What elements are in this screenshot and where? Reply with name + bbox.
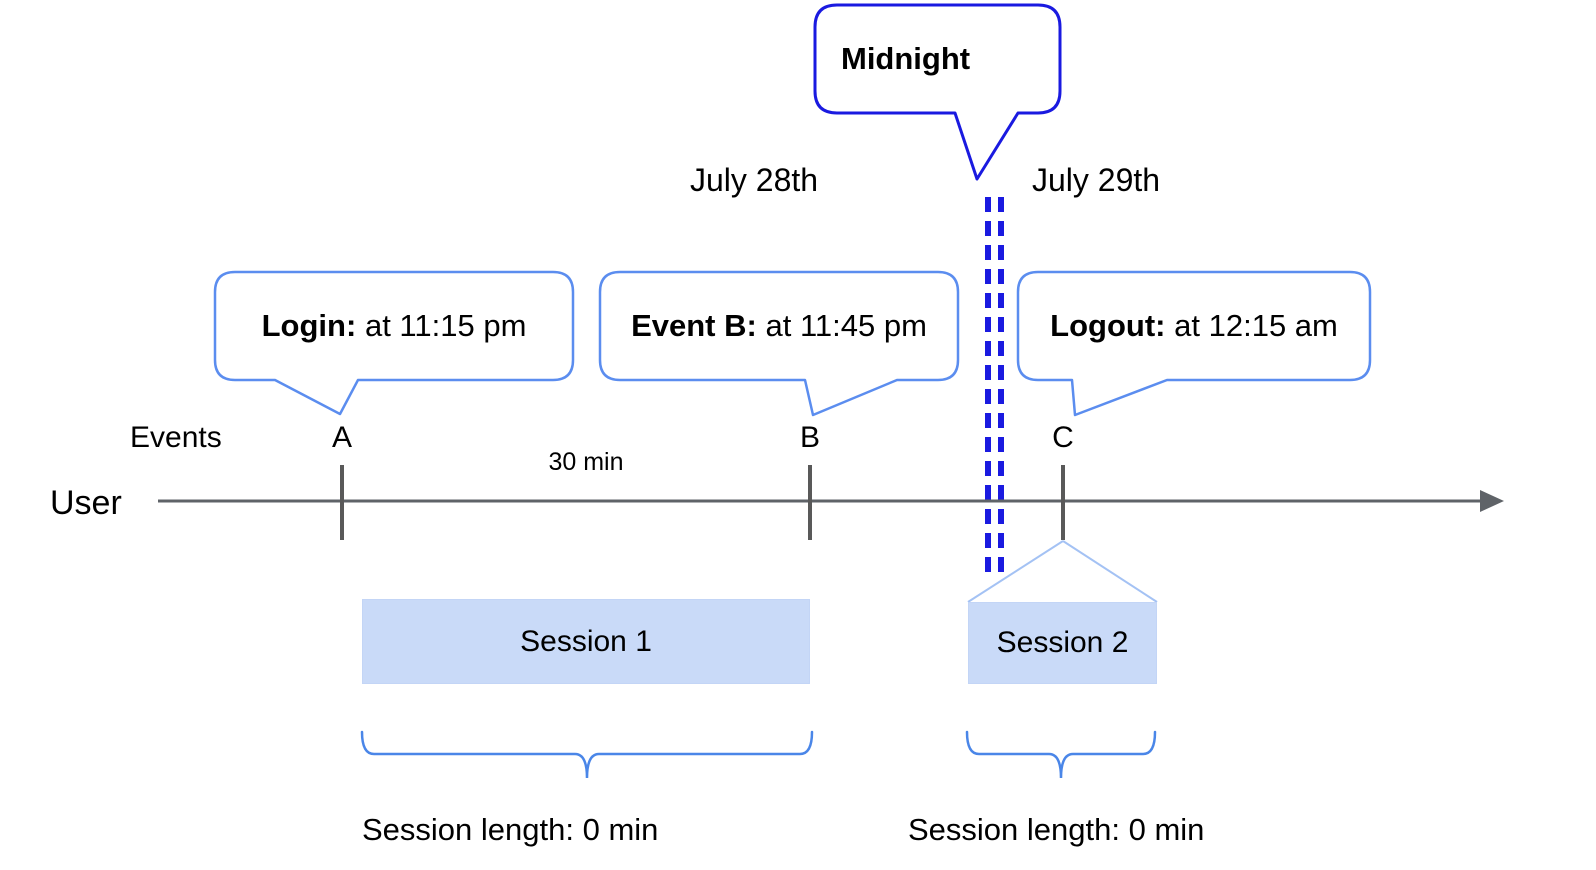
event-a-label: A [331, 421, 352, 454]
login-bubble-shape [213, 270, 575, 416]
session1-length-label: Session length: 0 min [362, 812, 659, 847]
midnight-label: Midnight [841, 41, 971, 76]
eventb-bubble-text: Event B: at 11:45 pm [600, 272, 958, 380]
event-c-label: C [1052, 421, 1074, 454]
session2-brace [965, 730, 1157, 779]
login-bubble-prefix: Login: [261, 307, 357, 343]
interval-30min-label: 30 min [548, 448, 624, 476]
logout-bubble-prefix: Logout: [1050, 307, 1166, 343]
midnight-bubble-shape [813, 3, 1062, 181]
logout-bubble-time: at 12:15 am [1174, 307, 1338, 343]
event-b-label: B [799, 421, 820, 454]
logout-bubble-text: Logout: at 12:15 am [1018, 272, 1370, 380]
session1-box: Session 1 [362, 599, 810, 684]
session1-box-label: Session 1 [520, 624, 652, 658]
session1-brace [360, 730, 814, 779]
login-bubble-text: Login: at 11:15 pm [215, 272, 573, 380]
session2-zoom-line-right [1062, 540, 1158, 603]
date-july-29-label: July 29th [1032, 162, 1161, 198]
eventb-bubble-shape [598, 270, 960, 417]
session2-length-label: Session length: 0 min [908, 812, 1205, 847]
session2-box-label: Session 2 [996, 626, 1129, 659]
session2-box: Session 2 [968, 602, 1157, 684]
timeline-arrowhead [1480, 490, 1504, 512]
events-row-label: Events [130, 421, 222, 454]
session2-zoom-line-left [967, 540, 1064, 603]
user-row-label: User [50, 484, 122, 522]
eventb-bubble-prefix: Event B: [631, 307, 757, 343]
login-bubble-time: at 11:15 pm [364, 307, 527, 343]
eventb-bubble-time: at 11:45 pm [765, 307, 927, 343]
date-july-28-label: July 28th [690, 162, 819, 198]
logout-bubble-shape [1016, 270, 1372, 417]
